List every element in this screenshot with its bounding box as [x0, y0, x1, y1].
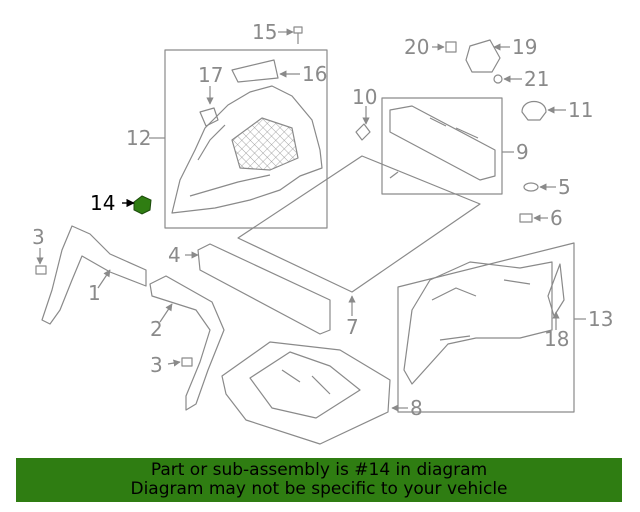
callout-9: 9	[516, 140, 529, 164]
part-3a	[35, 265, 47, 275]
callout-4: 4	[168, 243, 181, 267]
callout-5: 5	[558, 175, 571, 199]
part-10	[355, 123, 371, 141]
callout-20: 20	[404, 35, 429, 59]
callout-21: 21	[524, 67, 549, 91]
callout-11: 11	[568, 98, 593, 122]
part-16	[231, 59, 279, 83]
callout-16: 16	[302, 62, 327, 86]
callout-2: 2	[150, 317, 163, 341]
group-box-12	[164, 49, 328, 229]
group-box-9	[381, 97, 503, 195]
callout-19: 19	[512, 35, 537, 59]
left-quarter-trim	[171, 85, 323, 214]
part-21	[493, 74, 503, 84]
part-8	[221, 341, 391, 445]
banner-line-1: Part or sub-assembly is #14 in diagram	[150, 460, 488, 480]
callout-15: 15	[252, 20, 277, 44]
info-banner: Part or sub-assembly is #14 in diagram D…	[16, 458, 622, 502]
callout-13: 13	[588, 307, 613, 331]
part-14-highlight[interactable]	[133, 195, 152, 215]
part-18	[547, 263, 565, 317]
part-6	[519, 213, 533, 223]
right-quarter-trim	[403, 261, 553, 385]
callout-3-upper: 3	[32, 225, 45, 249]
part-20	[445, 41, 457, 53]
part-17	[199, 107, 219, 127]
callout-8: 8	[410, 396, 423, 420]
part-9	[389, 105, 496, 181]
part-7-floor	[237, 155, 481, 293]
callout-1: 1	[88, 281, 101, 305]
part-19	[465, 39, 501, 73]
callout-18: 18	[544, 327, 569, 351]
callout-17: 17	[198, 63, 223, 87]
part-3b	[181, 357, 193, 367]
part-4	[197, 243, 331, 335]
callout-12: 12	[126, 126, 151, 150]
callout-14[interactable]: 14	[90, 191, 115, 215]
callout-7: 7	[346, 315, 359, 339]
part-11	[521, 100, 547, 121]
part-1	[41, 225, 147, 325]
callout-10: 10	[352, 85, 377, 109]
part-2	[149, 275, 225, 411]
callout-6: 6	[550, 206, 563, 230]
part-5	[523, 182, 539, 192]
parts-diagram: 15 16 17 12 10 20 19 21 11 9 5 6 14 4 3 …	[32, 20, 613, 445]
part-15	[293, 26, 303, 44]
group-box-13	[397, 242, 575, 413]
callout-3-lower: 3	[150, 353, 163, 377]
banner-line-2: Diagram may not be specific to your vehi…	[130, 479, 508, 499]
